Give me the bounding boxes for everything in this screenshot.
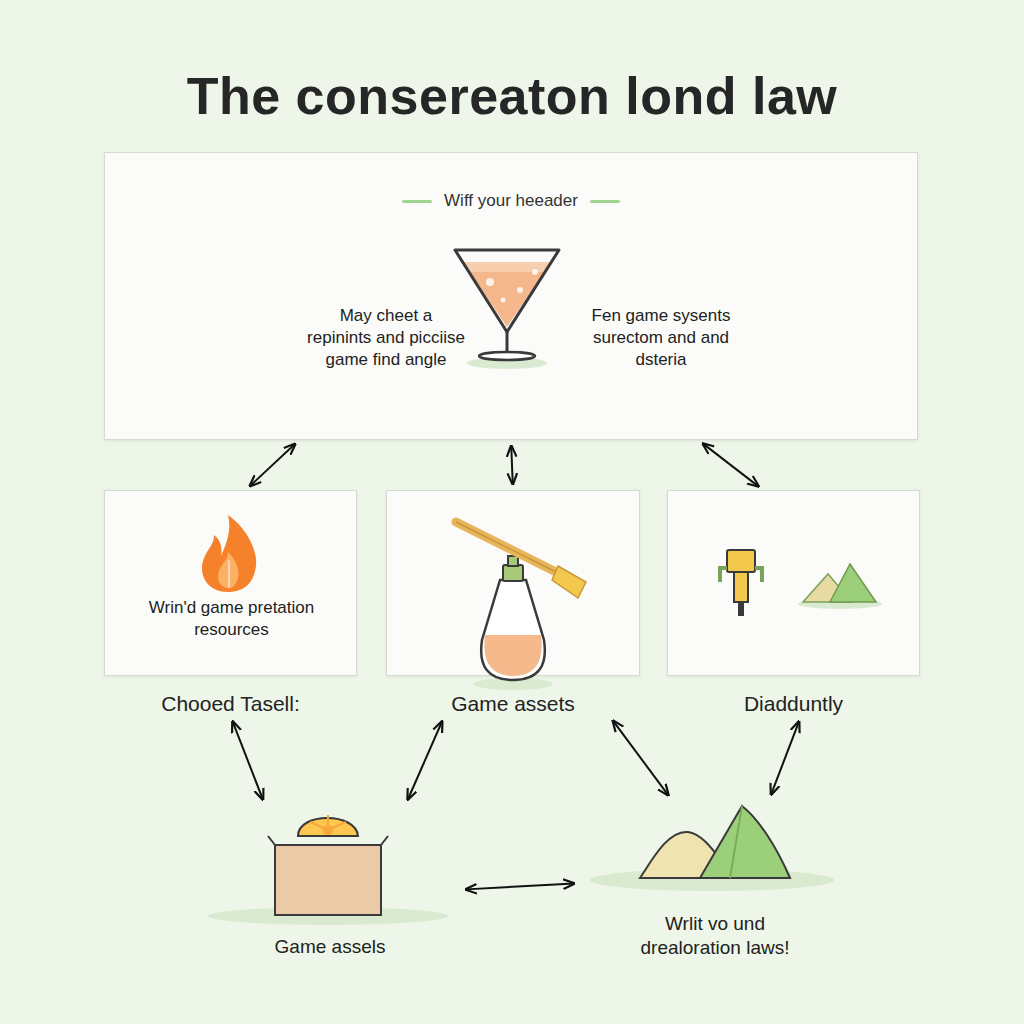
text-slot: Fen game sysents surectom and and dsteri… (581, 305, 741, 371)
bottle-brush-icon (456, 522, 586, 690)
connector-arrow (511, 446, 513, 484)
glass-icon (455, 250, 559, 369)
connector-arrow (613, 721, 668, 795)
connector-arrow (771, 722, 799, 795)
icon-label: Game assels (210, 935, 450, 959)
mountains-icon (590, 806, 834, 891)
header-rule (402, 200, 432, 203)
panel-text: May cheet a repinints and picciise game … (306, 305, 466, 371)
diagram-title: The consereaton lond law (187, 66, 838, 126)
header-rule (590, 200, 620, 203)
hills-icon (798, 564, 882, 609)
valve-icon (720, 550, 762, 616)
text-slot: May cheet a repinints and picciise game … (306, 305, 466, 371)
panel-text: Fen game sysents surectom and and dsteri… (581, 305, 741, 371)
title-area: The consereaton lond law (0, 66, 1024, 126)
flame-icon (202, 515, 256, 592)
connector-arrow (703, 444, 758, 487)
panel-header: Wiff your heeader (105, 191, 917, 211)
connector-arrow (466, 884, 574, 890)
box-text: Wrin'd game pretation resources (121, 597, 342, 641)
box-frame (667, 490, 920, 676)
connector-arrow (408, 721, 442, 799)
icon-label: Wrlit vo und drealoration laws! (615, 912, 815, 960)
connector-arrow (250, 444, 295, 486)
box-label: Chooed Tasell: (104, 692, 357, 716)
text-slot: Wrin'd game pretation resources (121, 597, 342, 641)
box-label: Game assets (386, 692, 640, 716)
box-label: Diadduntly (667, 692, 920, 716)
connector-arrow (233, 722, 263, 800)
crate-icon (208, 815, 448, 925)
panel-heading: Wiff your heeader (444, 191, 578, 211)
process-box: Diadduntly (667, 490, 920, 716)
